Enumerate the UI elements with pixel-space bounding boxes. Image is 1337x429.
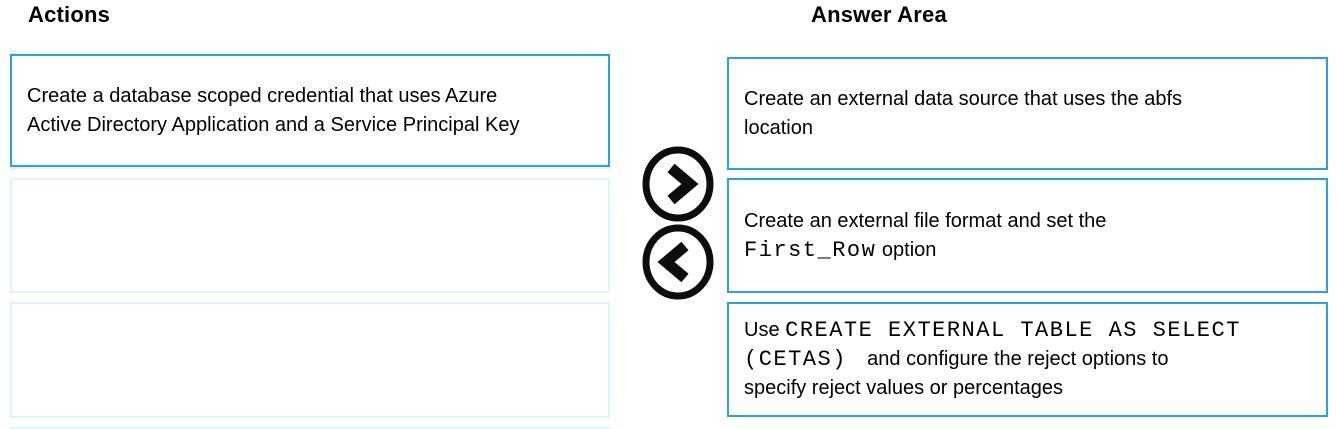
action-card-database-scoped-credential[interactable]: Create a database scoped credential that…: [10, 54, 610, 167]
answer-area-column-title: Answer Area: [811, 2, 947, 27]
actions-column-title: Actions: [28, 2, 111, 27]
action-slot[interactable]: [10, 178, 610, 293]
chevron-left-icon: [641, 224, 715, 300]
move-to-actions-button[interactable]: [641, 224, 715, 300]
answer-card-text: Use CREATE EXTERNAL TABLE AS SELECT (CET…: [744, 318, 1241, 399]
action-card-text: Create a database scoped credential that…: [27, 84, 520, 136]
move-to-answer-button[interactable]: [641, 146, 715, 222]
answer-card-text: Create an external file format and set t…: [744, 209, 1107, 263]
answer-card-external-data-source[interactable]: Create an external data source that uses…: [727, 57, 1328, 170]
action-slot-partial[interactable]: [10, 427, 610, 429]
action-slot[interactable]: [10, 302, 610, 418]
answer-card-external-file-format[interactable]: Create an external file format and set t…: [727, 178, 1328, 293]
answer-card-cetas[interactable]: Use CREATE EXTERNAL TABLE AS SELECT (CET…: [727, 302, 1328, 417]
chevron-right-icon: [641, 146, 715, 222]
answer-card-text: Create an external data source that uses…: [744, 87, 1183, 139]
